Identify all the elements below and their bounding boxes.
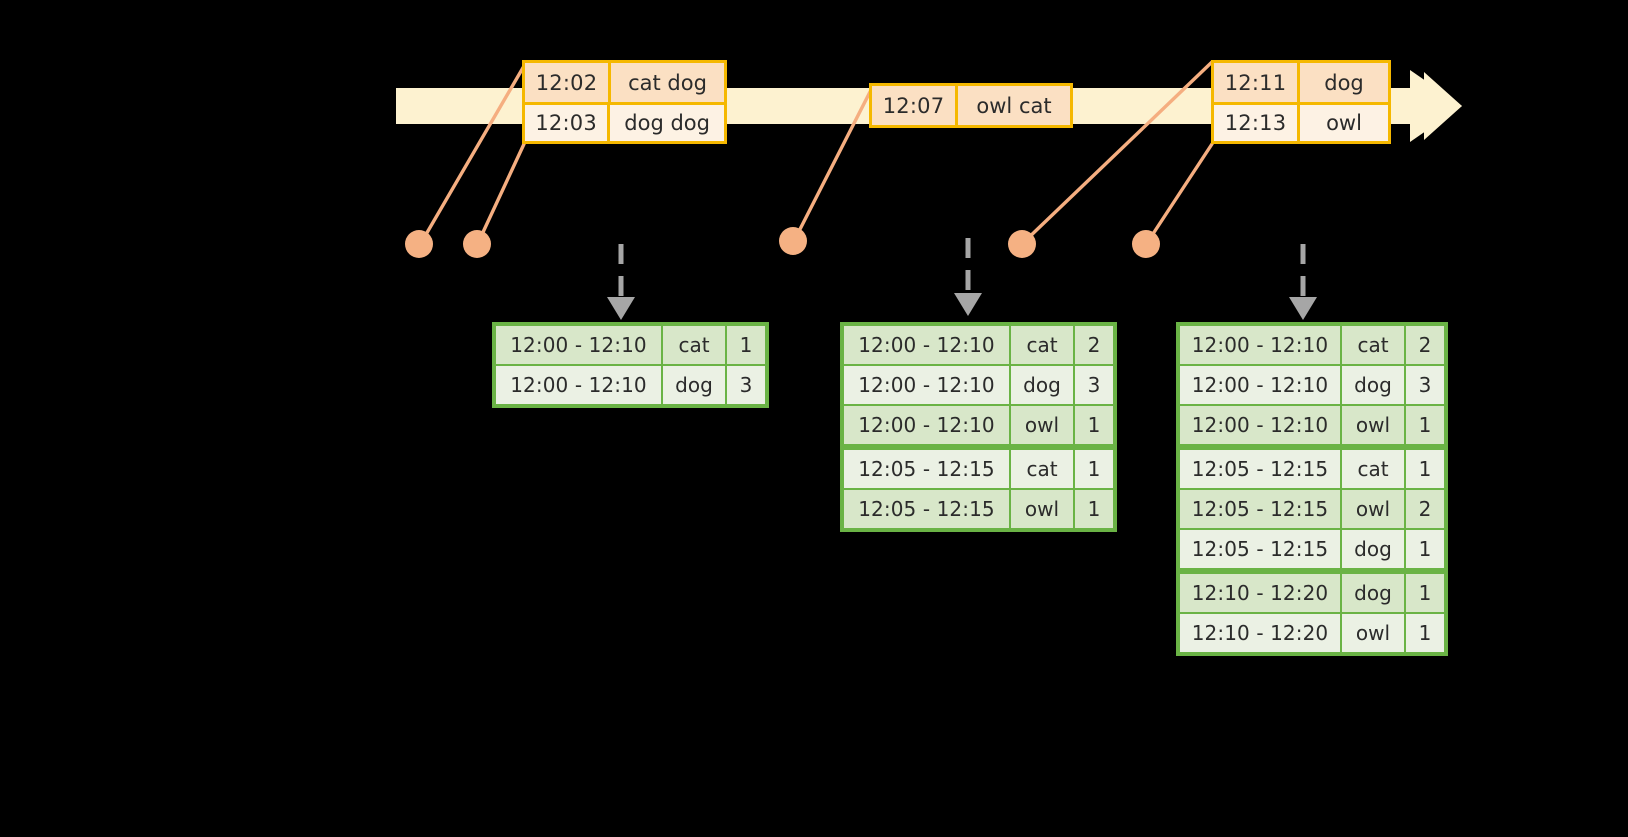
cell-word: cat [1342, 450, 1404, 488]
result-table-1[interactable]: 12:00 - 12:10 cat 1 12:00 - 12:10 dog 3 [492, 322, 769, 408]
cell-word: cat [663, 326, 725, 364]
table-row[interactable]: 12:05 - 12:15 owl 2 [1180, 490, 1444, 528]
cell-word: dog [1342, 574, 1404, 612]
event-words: cat dog [628, 70, 707, 95]
cell-word: cat [1011, 450, 1073, 488]
cell-count: 1 [1406, 574, 1444, 612]
table-row[interactable]: 12:00 - 12:10 cat 2 [1180, 326, 1444, 364]
cell-window: 12:05 - 12:15 [844, 450, 1009, 488]
table-row[interactable]: 12:10 - 12:20 dog 1 [1180, 574, 1444, 612]
timeline-arrow-head [1410, 70, 1462, 142]
cell-count: 1 [1406, 530, 1444, 568]
cell-count: 1 [1075, 490, 1113, 528]
cell-count: 2 [1406, 490, 1444, 528]
event-row[interactable]: 12:13 owl [1214, 102, 1388, 141]
event-words: owl [1326, 111, 1362, 135]
leader-line-5 [1145, 142, 1214, 245]
event-box-2[interactable]: 12:07 owl cat [869, 83, 1073, 128]
table-row[interactable]: 12:00 - 12:10 cat 2 [844, 326, 1113, 364]
event-box-3[interactable]: 12:11 dog 12:13 owl [1211, 60, 1391, 144]
table-row[interactable]: 12:00 - 12:10 owl 1 [1180, 406, 1444, 444]
table-row[interactable]: 12:05 - 12:15 owl 1 [844, 490, 1113, 528]
table-row[interactable]: 12:05 - 12:15 cat 1 [1180, 450, 1444, 488]
event-words: dog [1324, 70, 1364, 95]
event-time: 12:03 [525, 105, 611, 141]
cell-word: dog [1342, 530, 1404, 568]
table-row[interactable]: 12:00 - 12:10 dog 3 [496, 366, 765, 404]
cell-word: cat [1011, 326, 1073, 364]
cell-window: 12:05 - 12:15 [1180, 490, 1340, 528]
cell-word: cat [1342, 326, 1404, 364]
cell-window: 12:00 - 12:10 [1180, 366, 1340, 404]
cell-window: 12:05 - 12:15 [844, 490, 1009, 528]
event-words: owl cat [976, 93, 1052, 118]
cell-window: 12:00 - 12:10 [1180, 326, 1340, 364]
event-time: 12:11 [1214, 63, 1300, 102]
table-row[interactable]: 12:00 - 12:10 dog 3 [1180, 366, 1444, 404]
event-row[interactable]: 12:02 cat dog [525, 63, 724, 102]
marker-dot-1 [405, 230, 433, 258]
emit-arrow-head-1 [607, 297, 635, 320]
cell-count: 3 [727, 366, 765, 404]
cell-window: 12:05 - 12:15 [1180, 450, 1340, 488]
cell-word: owl [1342, 614, 1404, 652]
emit-arrow-head-3 [1289, 297, 1317, 320]
event-time: 12:13 [1214, 105, 1300, 141]
table-row[interactable]: 12:05 - 12:15 cat 1 [844, 450, 1113, 488]
result-table-3[interactable]: 12:00 - 12:10 cat 2 12:00 - 12:10 dog 3 … [1176, 322, 1448, 656]
table-row[interactable]: 12:00 - 12:10 cat 1 [496, 326, 765, 364]
cell-count: 3 [1075, 366, 1113, 404]
cell-window: 12:05 - 12:15 [1180, 530, 1340, 568]
marker-dot-4 [1008, 230, 1036, 258]
cell-window: 12:10 - 12:20 [1180, 574, 1340, 612]
cell-window: 12:00 - 12:10 [1180, 406, 1340, 444]
cell-word: owl [1011, 490, 1073, 528]
event-row[interactable]: 12:11 dog [1214, 63, 1388, 102]
marker-dots [405, 227, 1160, 258]
emit-arrows [618, 238, 1306, 300]
table-row[interactable]: 12:00 - 12:10 dog 3 [844, 366, 1113, 404]
emit-arrow-head-2 [954, 293, 982, 316]
event-time: 12:02 [525, 63, 611, 102]
cell-count: 1 [727, 326, 765, 364]
leader-line-3 [792, 86, 874, 243]
cell-window: 12:00 - 12:10 [496, 326, 661, 364]
emit-arrow-heads [607, 293, 1317, 320]
cell-count: 2 [1075, 326, 1113, 364]
marker-dot-3 [779, 227, 807, 255]
event-box-1[interactable]: 12:02 cat dog 12:03 dog dog [522, 60, 727, 144]
cell-word: owl [1342, 490, 1404, 528]
marker-dot-2 [463, 230, 491, 258]
cell-window: 12:00 - 12:10 [844, 406, 1009, 444]
table-row[interactable]: 12:00 - 12:10 owl 1 [844, 406, 1113, 444]
cell-count: 1 [1406, 450, 1444, 488]
event-row[interactable]: 12:03 dog dog [525, 102, 724, 141]
result-table-2[interactable]: 12:00 - 12:10 cat 2 12:00 - 12:10 dog 3 … [840, 322, 1117, 532]
cell-word: dog [663, 366, 725, 404]
cell-window: 12:00 - 12:10 [844, 326, 1009, 364]
leader-line-1 [419, 64, 526, 245]
table-row[interactable]: 12:10 - 12:20 owl 1 [1180, 614, 1444, 652]
cell-word: owl [1342, 406, 1404, 444]
cell-count: 1 [1075, 406, 1113, 444]
cell-count: 3 [1406, 366, 1444, 404]
cell-count: 2 [1406, 326, 1444, 364]
cell-window: 12:00 - 12:10 [496, 366, 661, 404]
cell-count: 1 [1075, 450, 1113, 488]
cell-count: 1 [1406, 406, 1444, 444]
cell-window: 12:00 - 12:10 [844, 366, 1009, 404]
marker-dot-5 [1132, 230, 1160, 258]
event-words: dog dog [624, 111, 710, 135]
cell-word: dog [1342, 366, 1404, 404]
leader-line-2 [476, 142, 526, 245]
event-row[interactable]: 12:07 owl cat [872, 86, 1070, 125]
event-time: 12:07 [872, 86, 958, 125]
cell-word: dog [1011, 366, 1073, 404]
cell-window: 12:10 - 12:20 [1180, 614, 1340, 652]
table-row[interactable]: 12:05 - 12:15 dog 1 [1180, 530, 1444, 568]
cell-count: 1 [1406, 614, 1444, 652]
cell-word: owl [1011, 406, 1073, 444]
